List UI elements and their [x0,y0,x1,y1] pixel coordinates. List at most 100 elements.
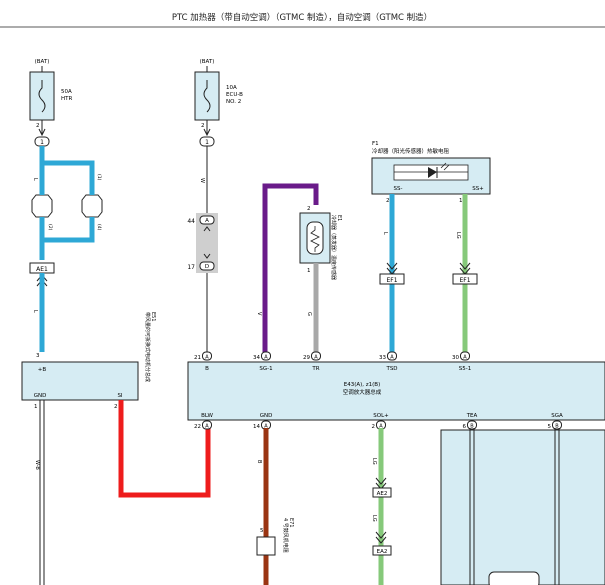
amp-bottom-pin-name-4: SGA [551,413,563,419]
amp-top-pin-num-1: 34 [253,355,260,361]
solenoid-pin: 5 [260,528,264,534]
thermistor-pin-top: 2 [307,206,311,212]
fuse-htr-pin: 2 [36,123,40,129]
amp-bottom-pin-letter-0: A [205,424,209,430]
sensor-label: 冷却器（阳光传感器）热敏电阻 [372,147,450,155]
amp-top-pin-name-1: SG-1 [259,366,272,372]
sensor-pin-ss-minus: SS- [394,186,403,192]
fuse-ecub-symbol [203,80,211,113]
fuse-htr-name: HTR [61,96,72,102]
connector-ea2 [372,545,392,556]
amp-top-pin-num-3: 33 [379,355,386,361]
amp-bottom-pin-name-0: BLW [201,413,213,419]
thermistor-pin-bottom: 1 [307,268,311,274]
connector-ae1-label: AE1 [36,266,48,273]
sensor-pin-right: 1 [459,198,463,204]
connector-ef1-left-label: EF1 [386,277,397,284]
thermistor-desc: 冷却器（蒸发器）温度传感器 [330,215,337,280]
heater-pin-top: 3 [36,353,40,359]
junction-j2-label: 1 [205,139,209,146]
fuse-htr-amp: 50A [61,89,72,95]
heater-pin-b: +B [38,367,47,373]
amp-top-pin-name-0: B [205,366,209,372]
amp-bottom-pin-letter-3: B [470,424,474,430]
amp-top-pin-letter-2: A [314,355,318,361]
heater-pin-si: SI [117,393,122,399]
thermistor-element [306,221,324,255]
wire-red [118,400,211,498]
fuse-ecub-amp: 10A [226,85,237,91]
junction-j1-label: 1 [40,139,44,146]
relay-label-1: (1) [96,174,102,181]
lower-right-element [488,571,540,585]
fuse-htr-box [29,71,55,121]
fuse-ecub-box [194,71,220,121]
amp-top-pin-socket-3 [387,351,397,361]
heater-module-code: E51 [150,312,156,322]
amp-top-pin-socket-0 [202,351,212,361]
amp-top-pin-num-4: 30 [452,355,459,361]
amp-module-box [187,361,605,421]
amp-top-pin-name-4: S5-1 [459,366,471,372]
amp-top-pin-letter-0: A [205,355,209,361]
heater-pin-si-num: 2 [114,404,118,410]
wire-l-branch [42,160,95,188]
connector-ae2 [372,487,392,498]
thermistor-box [299,212,331,264]
connector-17-letter: D [205,264,209,270]
relay-label-2: (2) [47,224,53,231]
amp-module-name: 空调放大器总成 [343,388,382,396]
amp-bottom-pin-socket-3 [467,420,477,430]
connector-44 [199,215,215,225]
wire-label-l3: L [382,232,388,235]
amp-bottom-pin-socket-4 [552,420,562,430]
wire-label-b: B [256,460,262,464]
wire-label-lg2: LG [371,458,377,465]
amp-bottom-pin-letter-4: B [555,424,559,430]
amp-top-pin-name-2: TR [311,366,319,372]
amp-bottom-pin-num-1: 14 [253,424,260,430]
amp-bottom-pin-num-4: 5 [548,424,552,430]
amp-top-pin-num-2: 29 [303,355,310,361]
connector-ef1-left [379,273,405,285]
connector-44-num: 44 [187,218,195,225]
lower-right-module [440,429,605,585]
heater-pin-gnd: GND [34,393,47,399]
solenoid-code: E71 [288,518,294,528]
connector-17 [199,261,215,271]
amp-top-pin-socket-1 [261,351,271,361]
wire-label-lg1: LG [455,232,461,239]
sensor-code: F1 [372,141,379,147]
sensor-pin-left: 2 [386,198,390,204]
sensor-diode [428,167,437,178]
wire-v [262,183,319,352]
relay-right [81,194,103,218]
wire-label-lg3: LG [371,515,377,522]
fuse-htr-source: (BAT) [35,59,50,65]
amp-top-pin-letter-3: A [390,355,394,361]
amp-module-label: E43(A), z1(B) [344,382,380,388]
wire-label-w: W [199,178,205,183]
wire-label-v: V [256,312,262,316]
fuse-ecub-name: ECU-B [226,92,243,98]
connector-ae2-label: AE2 [377,491,388,497]
amp-top-pin-socket-2 [311,351,321,361]
heater-pin-gnd-num: 1 [34,404,38,410]
heater-module-box [21,361,139,401]
connector-block-44-17 [196,213,218,273]
fuse-ecub-name2: NO. 2 [226,99,241,105]
connector-44-letter: A [205,218,209,224]
connector-ef1-right [452,273,478,285]
amp-top-pin-name-3: TSD [385,366,397,372]
solenoid-desc: 4 号鼓风机电阻 [282,518,289,553]
amp-bottom-pin-name-1: GND [260,413,273,419]
amp-bottom-pin-letter-2: A [379,424,383,430]
relay-left [31,194,53,218]
wire-label-l2: L [32,310,38,313]
heater-module-desc: 带风量的可拆换式电动机分总成 [144,312,151,382]
amp-top-pin-num-0: 21 [194,355,201,361]
wire-label-g: G [306,312,312,316]
